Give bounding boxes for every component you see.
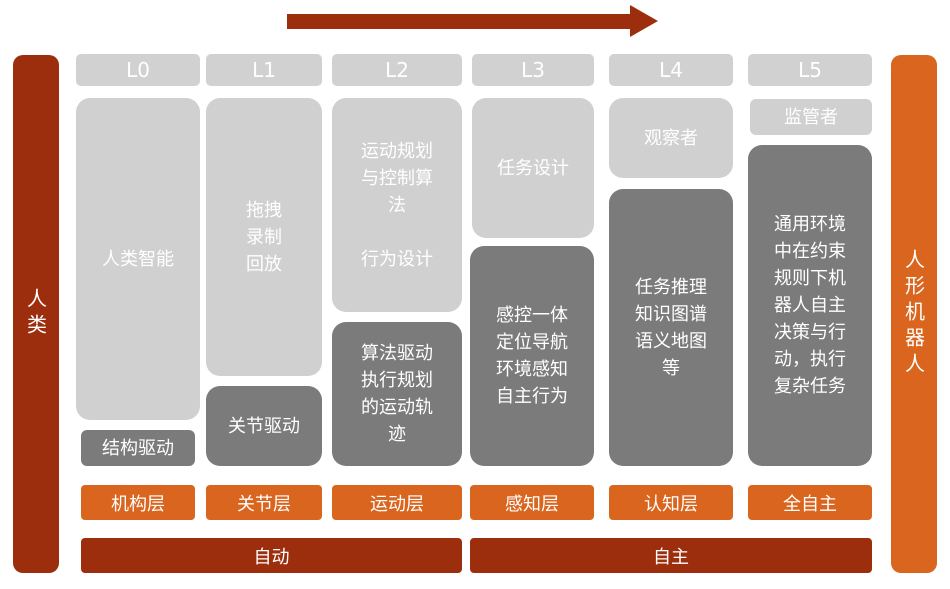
progress-arrow-shaft (287, 14, 632, 29)
l0-human-intelligence: 人类智能 (76, 98, 200, 420)
l4-observer: 观察者 (609, 98, 733, 178)
progress-arrow-head (630, 5, 658, 37)
layer-motion: 运动层 (332, 485, 462, 520)
l1-drag-record-replay: 拖拽 录制 回放 (206, 98, 322, 376)
level-l5: L5 (748, 54, 872, 86)
l1-joint-drive: 关节驱动 (206, 386, 322, 466)
level-l0: L0 (76, 54, 200, 86)
l5-supervisor: 监管者 (750, 99, 872, 135)
l3-perception-control: 感控一体 定位导航 环境感知 自主行为 (470, 246, 594, 466)
l5-general-autonomy: 通用环境 中在约束 规则下机 器人自主 决策与行 动，执行 复杂任务 (748, 145, 872, 466)
layer-cognition: 认知层 (609, 485, 733, 520)
level-l1: L1 (206, 54, 322, 86)
l0-structure-drive: 结构驱动 (81, 430, 195, 466)
l2-algorithm-drive: 算法驱动 执行规划 的运动轨 迹 (332, 322, 462, 466)
humanoid-robot-bar: 人形机器人 (891, 55, 937, 573)
layer-joint: 关节层 (206, 485, 322, 520)
l2-motion-planning: 运动规划 与控制算 法 行为设计 (332, 98, 462, 312)
human-bar: 人类 (13, 55, 59, 573)
group-autonomous: 自主 (470, 538, 872, 573)
level-l2: L2 (332, 54, 462, 86)
level-l4: L4 (609, 54, 733, 86)
l4-task-reasoning: 任务推理 知识图谱 语义地图 等 (609, 189, 733, 466)
layer-full-autonomy: 全自主 (748, 485, 872, 520)
layer-mechanism: 机构层 (81, 485, 195, 520)
layer-perception: 感知层 (470, 485, 594, 520)
l3-task-design: 任务设计 (472, 98, 594, 238)
group-automatic: 自动 (81, 538, 462, 573)
level-l3: L3 (472, 54, 594, 86)
